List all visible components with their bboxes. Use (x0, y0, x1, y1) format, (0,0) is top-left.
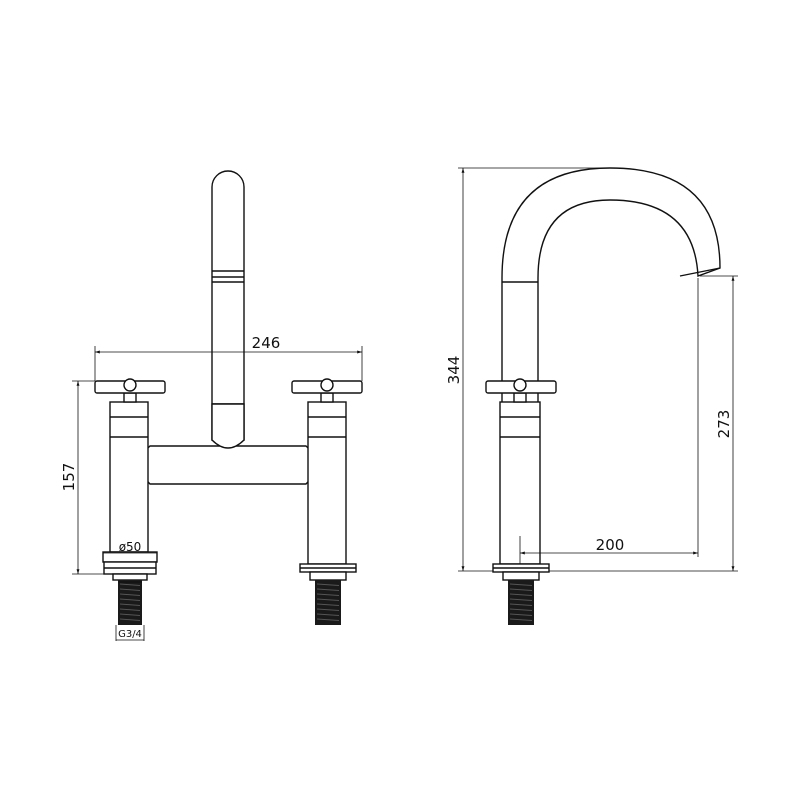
thread-line (119, 583, 141, 586)
left-pillar (94, 378, 166, 581)
thread-line (509, 588, 533, 591)
thread-line (316, 598, 340, 601)
thread-line (316, 608, 340, 611)
front-spout (211, 170, 245, 441)
thread-line (316, 588, 340, 591)
dimension-width-label: 246 (252, 334, 281, 352)
right-threaded-shank (315, 580, 341, 625)
dimension-overall-height: 344 (445, 167, 610, 572)
left-threaded-shank (118, 580, 142, 625)
dimension-thread-label: G3/4 (118, 629, 142, 640)
dimension-width: 246 (94, 334, 363, 381)
thread-line (509, 608, 533, 611)
dimension-spout-height: 273 (549, 275, 738, 572)
dimension-reach: 200 (519, 278, 699, 564)
thread-line (316, 593, 340, 596)
spout-joint (211, 403, 245, 449)
thread-line (509, 598, 533, 601)
thread-line (316, 618, 340, 621)
dimension-reach-label: 200 (596, 536, 625, 554)
right-pillar (291, 378, 363, 581)
thread-line (316, 613, 340, 616)
thread-line (509, 613, 533, 616)
front-view: 246 157 ø50 G3/4 (60, 170, 363, 641)
thread-line (119, 618, 141, 621)
bridge-body (139, 445, 317, 485)
thread-line (119, 608, 141, 611)
thread-line (119, 603, 141, 606)
thread-line (509, 593, 533, 596)
dimension-spout-height-label: 273 (715, 410, 733, 439)
dimension-overall-height-label: 344 (445, 356, 463, 385)
side-pillar (485, 378, 557, 581)
thread-line (509, 583, 533, 586)
thread-line (119, 593, 141, 596)
side-threaded-shank (508, 580, 534, 625)
thread-line (316, 583, 340, 586)
side-view: 344 273 200 (445, 167, 738, 625)
dimension-diameter: ø50 (103, 540, 157, 554)
thread-line (509, 618, 533, 621)
thread-line (119, 598, 141, 601)
dimension-height-label: 157 (60, 463, 78, 492)
dimension-height: 157 (60, 380, 104, 575)
dimension-diameter-label: ø50 (119, 540, 142, 554)
thread-line (316, 603, 340, 606)
thread-line (119, 588, 141, 591)
dimension-thread: G3/4 (115, 625, 145, 641)
thread-line (119, 613, 141, 616)
side-spout (501, 167, 721, 405)
thread-line (509, 603, 533, 606)
